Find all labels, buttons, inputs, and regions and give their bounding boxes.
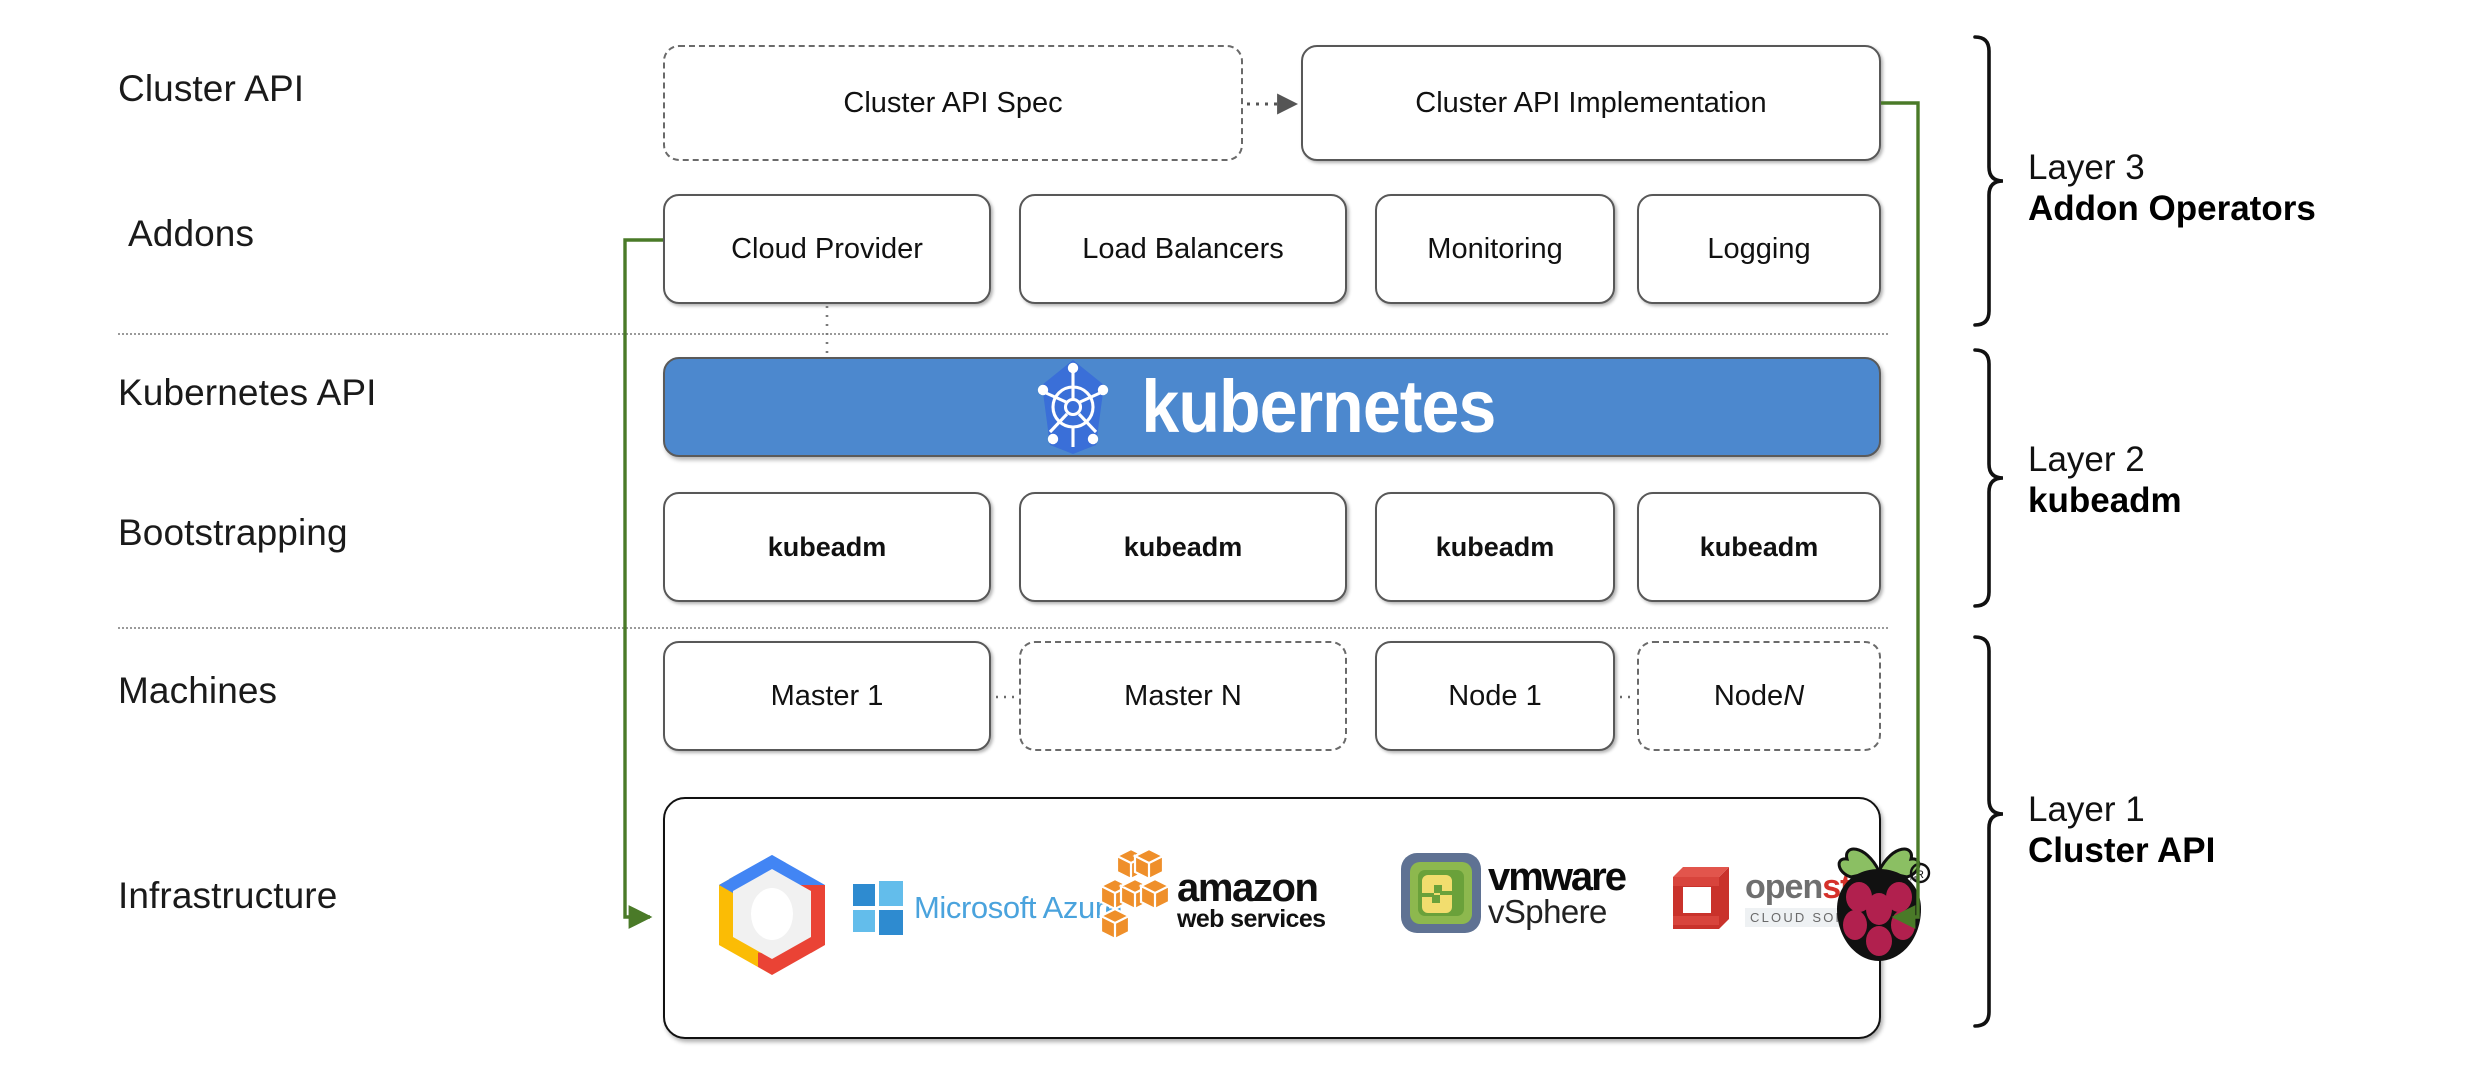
row-label-cluster-api: Cluster API xyxy=(118,68,305,109)
separator-layer2-layer1 xyxy=(118,627,1888,629)
layer-3-line1: Layer 3 xyxy=(2028,148,2145,187)
layer-label-2: Layer 2 kubeadm xyxy=(2028,440,2182,522)
openstack-open-label: open xyxy=(1745,867,1823,906)
kubernetes-wordmark: kubernetes xyxy=(1140,365,1496,448)
machine-box-node-1[interactable]: Node 1 xyxy=(1375,641,1615,751)
row-label-bootstrapping: Bootstrapping xyxy=(118,512,348,553)
row-label-addons: Addons xyxy=(128,213,255,254)
brace-layer-2 xyxy=(1973,348,2004,608)
machine-box-node-n[interactable]: Node N xyxy=(1637,641,1881,751)
kubernetes-helm-icon xyxy=(1034,359,1112,455)
layer-2-line2: kubeadm xyxy=(2028,480,2182,520)
aws-amazon-label: amazon xyxy=(1177,865,1319,910)
row-label-kubernetes-api: Kubernetes API xyxy=(118,372,377,413)
machine-box-master-1[interactable]: Master 1 xyxy=(663,641,991,751)
microsoft-azure-icon: Microsoft Azure xyxy=(851,881,1122,935)
brace-layer-1 xyxy=(1973,635,2004,1028)
infrastructure-box[interactable]: Microsoft Azure amazon web services xyxy=(663,797,1931,1039)
machine-box-master-n[interactable]: Master N xyxy=(1019,641,1347,751)
azure-label: Microsoft Azure xyxy=(914,890,1122,925)
layer-2-line1: Layer 2 xyxy=(2028,440,2145,479)
kubeadm-box-1[interactable]: kubeadm xyxy=(663,492,991,602)
layer-1-line1: Layer 1 xyxy=(2028,790,2145,829)
node-n-prefix: Node xyxy=(1713,679,1784,712)
addon-box-cloud-provider[interactable]: Cloud Provider xyxy=(663,194,991,304)
svg-text:R: R xyxy=(1916,869,1924,881)
vmware-vsphere-icon: vmware vSphere xyxy=(1401,853,1627,933)
cluster-api-implementation-box[interactable]: Cluster API Implementation xyxy=(1301,45,1881,161)
layer-label-1: Layer 1 Cluster API xyxy=(2028,790,2215,872)
row-label-machines: Machines xyxy=(118,670,278,711)
vmware-label: vmware xyxy=(1488,854,1627,899)
layer-1-line2: Cluster API xyxy=(2028,830,2216,870)
aws-webservices-label: web services xyxy=(1177,904,1326,933)
addon-box-monitoring[interactable]: Monitoring xyxy=(1375,194,1615,304)
connector-cloudprovider-to-infrastructure xyxy=(623,238,663,929)
layer-label-3: Layer 3 Addon Operators xyxy=(2028,148,2316,230)
kubeadm-box-4[interactable]: kubeadm xyxy=(1637,492,1881,602)
node-n-italic: N xyxy=(1783,679,1805,712)
connector-implementation-to-infrastructure xyxy=(1881,101,1920,929)
addon-box-load-balancers[interactable]: Load Balancers xyxy=(1019,194,1347,304)
cluster-api-spec-box[interactable]: Cluster API Spec xyxy=(663,45,1243,161)
amazon-web-services-icon: amazon web services xyxy=(1095,847,1326,953)
kubernetes-banner[interactable]: kubernetes xyxy=(663,357,1881,457)
separator-layer3-layer2 xyxy=(118,333,1888,335)
google-cloud-platform-icon xyxy=(713,851,831,979)
row-label-infrastructure: Infrastructure xyxy=(118,875,338,916)
kubeadm-box-2[interactable]: kubeadm xyxy=(1019,492,1347,602)
vsphere-label: vSphere xyxy=(1488,893,1607,931)
addon-box-logging[interactable]: Logging xyxy=(1637,194,1881,304)
kubeadm-box-3[interactable]: kubeadm xyxy=(1375,492,1615,602)
raspberry-pi-icon: R xyxy=(1825,837,1933,965)
layer-3-line2: Addon Operators xyxy=(2028,188,2316,228)
brace-layer-3 xyxy=(1973,35,2004,327)
